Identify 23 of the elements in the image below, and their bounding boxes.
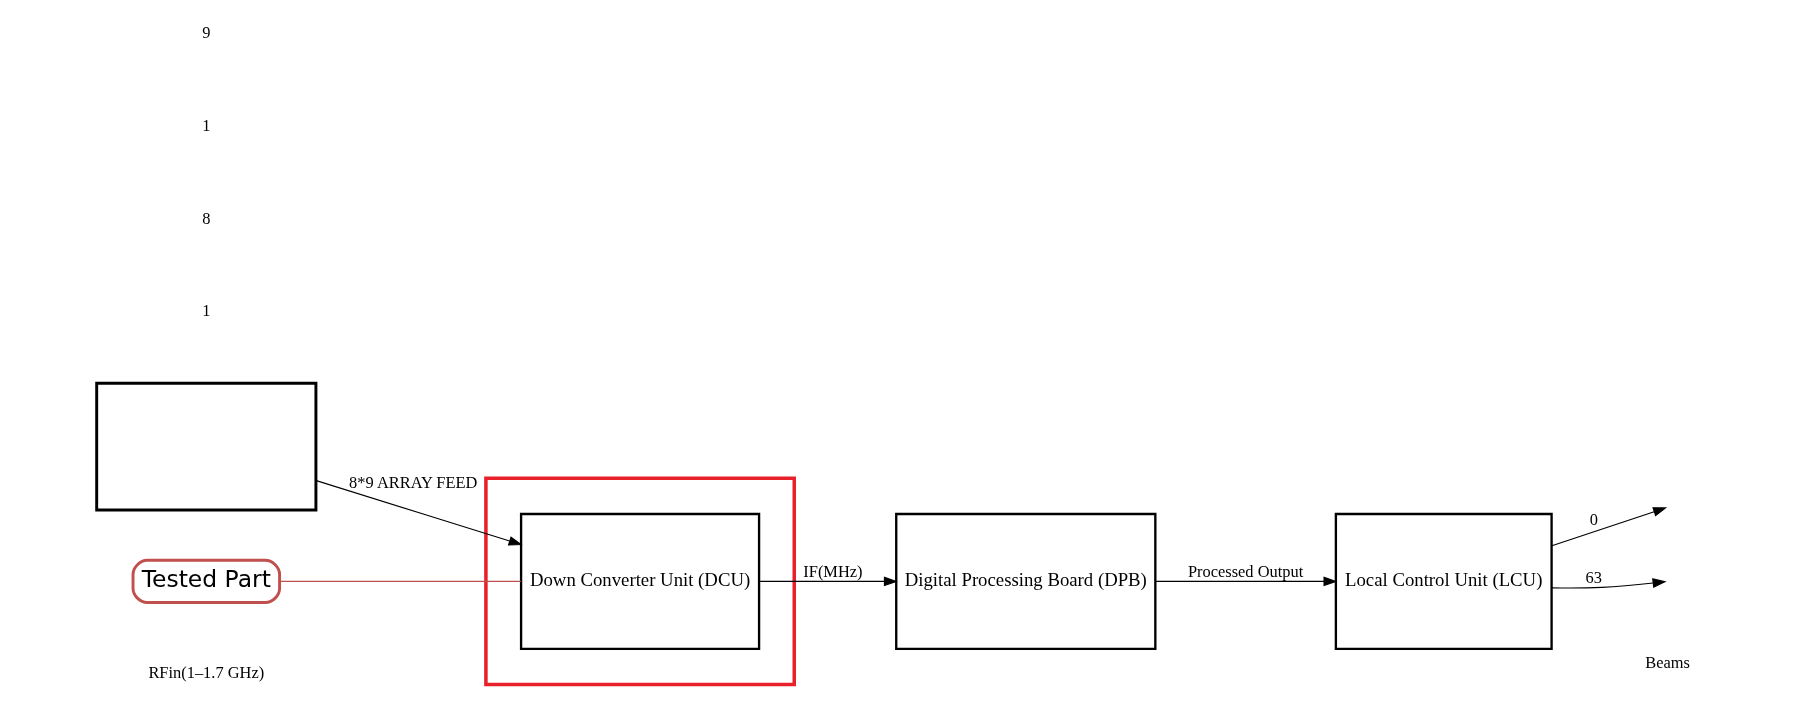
node-box: Digital Processing Board (DPB) <box>895 512 1157 650</box>
node-box: Local Control Unit (LCU) <box>1334 512 1553 650</box>
node-box: Down Converter Unit (DCU) <box>519 512 761 650</box>
arrow <box>1551 578 1667 589</box>
arrow <box>1155 576 1338 587</box>
label: 9 <box>202 23 211 43</box>
edge-label: IF(MHz) <box>803 561 863 581</box>
edge-label: Processed Output <box>1187 561 1304 581</box>
label: 1 <box>202 301 211 321</box>
cluster <box>484 476 796 687</box>
label: Beams <box>1645 652 1690 672</box>
edge-label: 0 <box>1589 510 1598 530</box>
edge-label: 8*9 ARRAY FEED <box>349 472 478 492</box>
node-box: Tested Part <box>131 558 282 604</box>
arrow <box>1551 507 1668 547</box>
edge-label: 63 <box>1585 567 1602 587</box>
connector <box>279 580 522 583</box>
node-box <box>95 381 318 512</box>
label: RFin(1–1.7 GHz) <box>148 663 265 683</box>
arrow <box>315 480 523 546</box>
label: 8 <box>202 208 211 228</box>
label: 1 <box>202 115 211 135</box>
arrow <box>758 576 898 587</box>
